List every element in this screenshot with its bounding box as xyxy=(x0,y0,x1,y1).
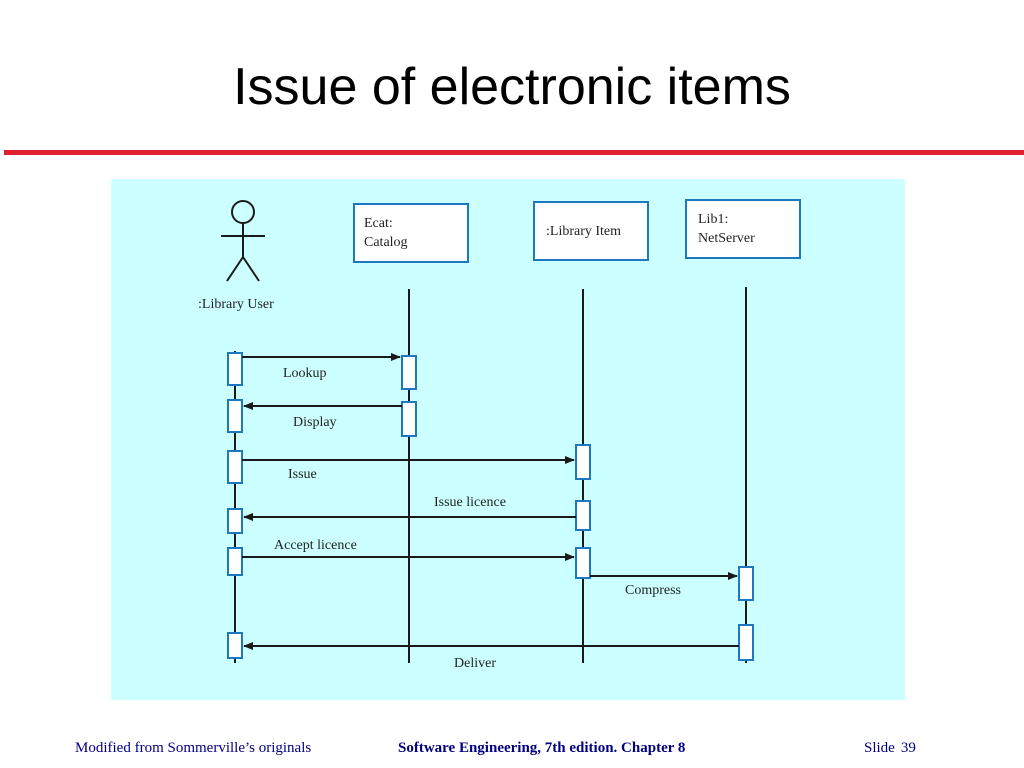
message-deliver: Deliver xyxy=(243,642,739,671)
footer-course-title: Software Engineering, 7th edition. Chapt… xyxy=(398,740,686,756)
title-divider xyxy=(4,150,1024,155)
activation-bar xyxy=(227,399,243,433)
catalog-object-line1: Ecat: xyxy=(364,216,393,231)
activation-bar xyxy=(575,547,591,579)
footer-slide-number: Slide 39 xyxy=(864,738,916,758)
activation-bar xyxy=(227,450,243,484)
message-label: Lookup xyxy=(283,366,327,381)
activation-bar xyxy=(227,547,243,576)
activation-bar xyxy=(227,508,243,534)
slide-label: Slide xyxy=(864,740,895,756)
message-label: Deliver xyxy=(454,656,496,671)
catalog-object-line2: Catalog xyxy=(364,235,408,250)
actor-label: :Library User xyxy=(198,297,274,312)
message-issue-licence: Issue licence xyxy=(243,495,576,521)
footer-attribution: Modified from Sommerville’s originals xyxy=(75,740,312,756)
message-label: Compress xyxy=(625,583,681,598)
library-item-object-label: :Library Item xyxy=(546,224,621,239)
slide-number: 39 xyxy=(900,740,916,756)
activation-bar xyxy=(738,624,754,661)
message-display: Display xyxy=(243,402,402,430)
activation-bar xyxy=(575,500,591,531)
activation-bar xyxy=(401,401,417,437)
message-issue: Issue xyxy=(242,456,575,482)
activation-bars xyxy=(227,352,754,661)
message-lookup: Lookup xyxy=(242,353,401,381)
catalog-object: Ecat: Catalog xyxy=(353,203,469,263)
slide-title: Issue of electronic items xyxy=(233,58,791,116)
message-accept-licence: Accept licence xyxy=(242,538,575,561)
netserver-object: Lib1: NetServer xyxy=(685,199,801,259)
message-label: Display xyxy=(293,415,337,430)
netserver-object-line1: Lib1: xyxy=(698,212,728,227)
activation-bar xyxy=(401,355,417,390)
library-item-object: :Library Item xyxy=(533,201,649,261)
library-user-actor xyxy=(221,200,265,282)
activation-bar xyxy=(738,566,754,601)
diagram-background xyxy=(111,179,905,700)
netserver-object-line2: NetServer xyxy=(698,231,755,246)
message-label: Accept licence xyxy=(274,538,357,553)
message-compress: Compress xyxy=(590,572,738,598)
sequence-diagram: :Library User Ecat: Catalog :Library Ite… xyxy=(111,179,905,700)
message-label: Issue xyxy=(288,467,317,482)
activation-bar xyxy=(227,352,243,386)
message-label: Issue licence xyxy=(434,495,506,510)
activation-bar xyxy=(575,444,591,480)
activation-bar xyxy=(227,632,243,659)
